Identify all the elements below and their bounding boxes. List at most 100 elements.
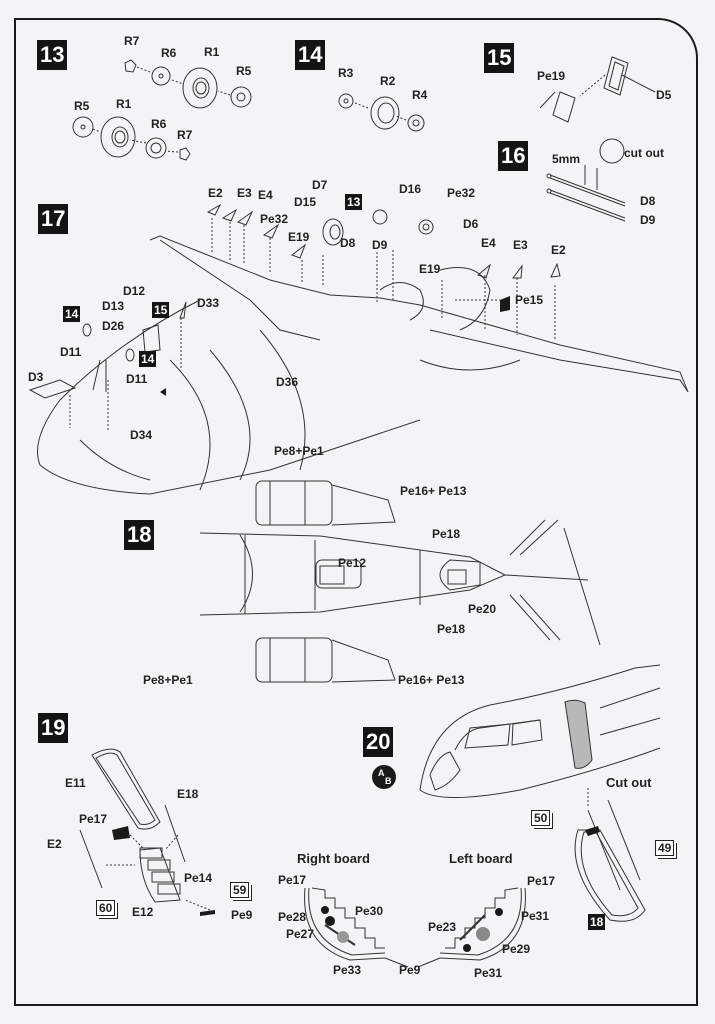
part-label: R7 bbox=[124, 34, 140, 48]
part-label: R6 bbox=[161, 46, 177, 60]
cut-out-note: cut out bbox=[624, 146, 664, 160]
part-label: D9 bbox=[372, 238, 388, 252]
part-label: Pe8+Pe1 bbox=[274, 444, 324, 458]
cut-out-note: Cut out bbox=[606, 775, 652, 790]
step-15-parts bbox=[539, 56, 656, 123]
part-label: R3 bbox=[338, 66, 354, 80]
part-label: D13 bbox=[102, 299, 125, 313]
part-label: D8 bbox=[640, 194, 656, 208]
part-label: D36 bbox=[276, 375, 299, 389]
part-label: E12 bbox=[132, 905, 154, 919]
dimension-label: 5mm bbox=[552, 152, 581, 166]
part-label: Pe33 bbox=[333, 963, 362, 977]
part-label: R4 bbox=[412, 88, 428, 102]
part-label: E11 bbox=[65, 776, 86, 790]
part-label: Pe31 bbox=[521, 909, 550, 923]
part-label: Pe20 bbox=[468, 602, 497, 616]
step-20-nose bbox=[419, 664, 661, 922]
step-20-badge: 20 bbox=[363, 727, 394, 757]
part-label: D12 bbox=[123, 284, 146, 298]
part-label: Pe16+ Pe13 bbox=[400, 484, 467, 498]
part-label: E3 bbox=[237, 186, 252, 200]
step-16-badge: 16 bbox=[498, 141, 529, 171]
part-label: D11 bbox=[60, 345, 82, 359]
part-label: E18 bbox=[177, 787, 199, 801]
part-label: Pe14 bbox=[184, 871, 213, 885]
color-ref-59: 59 bbox=[230, 882, 250, 898]
part-label: Pe28 bbox=[278, 910, 307, 924]
right-board-title: Right board bbox=[297, 851, 370, 866]
part-label: E4 bbox=[481, 236, 496, 250]
color-ref-50: 50 bbox=[531, 810, 551, 826]
part-label: D11 bbox=[126, 372, 148, 386]
part-label: E4 bbox=[258, 188, 273, 202]
sub-step-ref: 14 bbox=[63, 306, 81, 322]
part-label: Pe9 bbox=[231, 908, 253, 922]
part-label: Pe16+ Pe13 bbox=[398, 673, 465, 687]
step-16-struts bbox=[546, 138, 626, 222]
part-label: Pe9 bbox=[399, 963, 421, 977]
part-label: D8 bbox=[340, 236, 356, 250]
part-label: Pe19 bbox=[537, 69, 566, 83]
part-label: Pe27 bbox=[286, 927, 315, 941]
part-label: Pe18 bbox=[437, 622, 466, 636]
part-label: Pe17 bbox=[527, 874, 556, 888]
part-label: R5 bbox=[74, 99, 90, 113]
part-label: E2 bbox=[47, 837, 62, 851]
boarding-steps-detail bbox=[304, 887, 526, 968]
part-label: Pe15 bbox=[515, 293, 544, 307]
page-border bbox=[14, 18, 698, 1006]
part-label: R7 bbox=[177, 128, 193, 142]
part-label: R5 bbox=[236, 64, 252, 78]
part-label: R1 bbox=[204, 45, 220, 59]
sub-step-ref: 18 bbox=[588, 914, 606, 930]
part-label: Pe12 bbox=[338, 556, 367, 570]
step-14-badge: 14 bbox=[295, 40, 326, 70]
part-label: E2 bbox=[208, 186, 223, 200]
variant-a: A bbox=[378, 768, 385, 778]
part-label: Pe31 bbox=[474, 966, 503, 980]
color-ref-49: 49 bbox=[655, 840, 675, 856]
step-17-badge: 17 bbox=[38, 204, 69, 234]
part-label: E3 bbox=[513, 238, 528, 252]
part-label: Pe30 bbox=[355, 904, 384, 918]
part-label: Pe8+Pe1 bbox=[143, 673, 193, 687]
step-19-badge: 19 bbox=[38, 713, 69, 743]
sub-step-ref: 14 bbox=[139, 351, 157, 367]
step-19-stairs bbox=[79, 748, 211, 911]
part-label: Pe32 bbox=[447, 186, 476, 200]
part-label: R6 bbox=[151, 117, 167, 131]
part-label: D9 bbox=[640, 213, 656, 227]
part-label: R1 bbox=[116, 97, 132, 111]
part-label: Pe23 bbox=[428, 920, 457, 934]
part-label: D15 bbox=[294, 195, 317, 209]
part-label: E2 bbox=[551, 243, 566, 257]
part-label: D33 bbox=[197, 296, 220, 310]
step-17-aircraft bbox=[28, 203, 689, 495]
step-18-badge: 18 bbox=[124, 520, 155, 550]
part-label: Pe17 bbox=[278, 873, 307, 887]
page-border-left bbox=[14, 18, 16, 1006]
part-label: Pe29 bbox=[502, 942, 531, 956]
part-label: D5 bbox=[656, 88, 672, 102]
step-14-wheels bbox=[338, 93, 425, 132]
part-label: R2 bbox=[380, 74, 396, 88]
variant-ab-badge: A B bbox=[372, 765, 396, 789]
part-label: D7 bbox=[312, 178, 328, 192]
part-label: Pe32 bbox=[260, 212, 289, 226]
sub-step-ref: 13 bbox=[345, 194, 363, 210]
sub-step-ref: 15 bbox=[152, 302, 170, 318]
step-15-badge: 15 bbox=[484, 43, 515, 73]
variant-b: B bbox=[385, 776, 392, 786]
part-label: D26 bbox=[102, 319, 125, 333]
step-13-badge: 13 bbox=[37, 40, 68, 70]
part-label: E19 bbox=[288, 230, 310, 244]
left-board-title: Left board bbox=[449, 851, 513, 866]
color-ref-60: 60 bbox=[96, 900, 116, 916]
part-label: D34 bbox=[130, 428, 153, 442]
part-label: D16 bbox=[399, 182, 422, 196]
part-label: Pe17 bbox=[79, 812, 108, 826]
part-label: E19 bbox=[419, 262, 441, 276]
